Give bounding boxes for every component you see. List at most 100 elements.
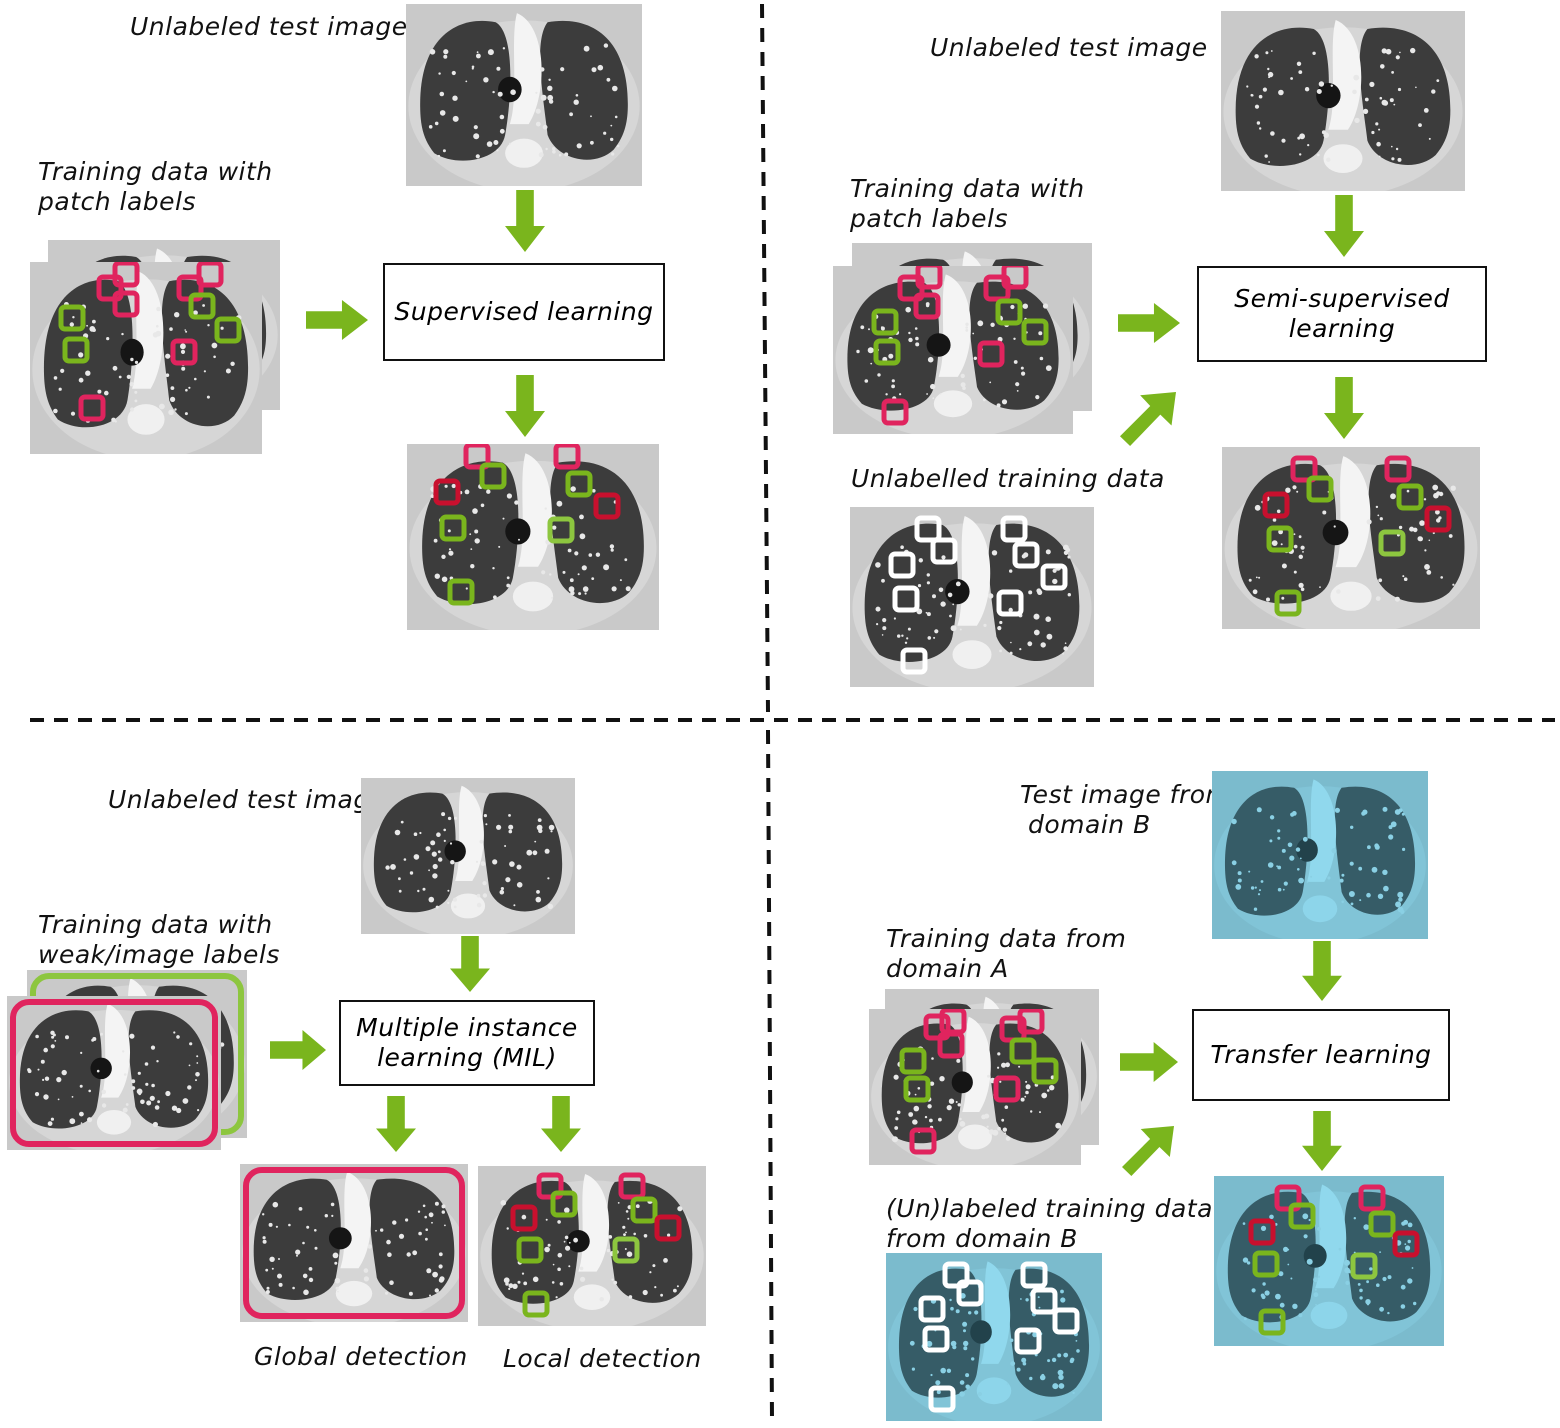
ct-slice-image xyxy=(1222,447,1480,635)
semi-train-arrow xyxy=(1118,303,1180,343)
vertical-divider-bottom xyxy=(766,729,774,1421)
unlabeled-patch-marker xyxy=(996,589,1024,617)
abnormal-patch-marker xyxy=(433,478,461,506)
unlabeled-patch-marker xyxy=(888,551,916,579)
normal-patch-marker xyxy=(1288,1202,1316,1230)
semi-output-ct xyxy=(1222,447,1480,635)
semi-train-ct-front xyxy=(833,262,1073,440)
abnormal-patch-marker xyxy=(78,394,106,422)
abnormal-patch-marker xyxy=(1262,491,1290,519)
abnormal-patch-marker xyxy=(937,1031,965,1059)
normal-patch-marker xyxy=(447,578,475,606)
semi-test-arrow xyxy=(1324,195,1364,257)
semi-output-arrow xyxy=(1324,377,1364,439)
unlabeled-patch-marker xyxy=(1000,515,1028,543)
abnormal-patch-marker xyxy=(536,1172,564,1200)
unlabeled-patch-marker xyxy=(956,1279,984,1307)
transfer-train-ct-front xyxy=(869,1007,1081,1170)
mil-local-arrow xyxy=(541,1096,581,1152)
transfer-test-ct xyxy=(1212,771,1428,945)
ct-slice-image xyxy=(1214,1176,1444,1352)
ct-slice-image xyxy=(7,996,221,1155)
supervised-train-label-1: Training data with xyxy=(38,157,273,186)
supervised-test-label: Unlabeled test image xyxy=(130,12,408,41)
unlabeled-patch-marker xyxy=(1012,541,1040,569)
mil-test-ct xyxy=(361,778,575,939)
mil-local-label: Local detection xyxy=(503,1344,702,1373)
abnormal-patch-marker xyxy=(618,1172,646,1200)
ct-slice-image xyxy=(1221,11,1465,197)
normal-patch-marker xyxy=(188,292,216,320)
abnormal-patch-marker xyxy=(909,1127,937,1155)
ct-slice-image xyxy=(240,1164,468,1327)
supervised-output-ct xyxy=(407,442,659,636)
mil-global-ct xyxy=(240,1164,468,1327)
normal-patch-marker xyxy=(1306,475,1334,503)
mil-test-arrow xyxy=(450,936,490,992)
arrow-shape xyxy=(505,190,545,252)
arrow-shape xyxy=(270,1030,326,1070)
supervised-output-arrow xyxy=(505,375,545,437)
unlabeled-patch-marker xyxy=(1020,1261,1048,1289)
normal-patch-marker xyxy=(62,336,90,364)
abnormal-patch-marker xyxy=(1274,1184,1302,1212)
arrow-shape xyxy=(505,375,545,437)
arrow-shape xyxy=(306,300,368,340)
abnormal-patch-marker xyxy=(923,1013,951,1041)
normal-patch-marker xyxy=(630,1196,658,1224)
transfer-train-label-1: Training data from xyxy=(886,924,1127,953)
semi-test-ct xyxy=(1221,11,1465,197)
unlabeled-patch-marker xyxy=(1052,1307,1080,1335)
unlabeled-patch-marker xyxy=(922,1325,950,1353)
semi-unlabelled-ct xyxy=(850,507,1094,693)
arrow-shape xyxy=(376,1096,416,1152)
normal-patch-marker xyxy=(516,1236,544,1264)
transfer-test-arrow xyxy=(1302,941,1342,1001)
semi-unlabelled-label: Unlabelled training data xyxy=(851,464,1165,493)
normal-patch-marker xyxy=(873,338,901,366)
normal-patch-marker xyxy=(903,1075,931,1103)
abnormal-patch-marker xyxy=(593,492,621,520)
arrow-shape xyxy=(1120,1042,1178,1082)
semi-train-label-1: Training data with xyxy=(850,174,1085,203)
transfer-train-arrow xyxy=(1120,1042,1178,1082)
supervised-train-ct-front xyxy=(30,260,262,460)
ct-slice-image xyxy=(1212,771,1428,945)
abnormal-patch-marker xyxy=(510,1204,538,1232)
abnormal-patch-marker xyxy=(1424,505,1452,533)
normal-patch-marker xyxy=(1266,525,1294,553)
unlabeled-patch-marker xyxy=(1014,1327,1042,1355)
transfer-output-arrow xyxy=(1302,1111,1342,1171)
transfer-unlabeled-arrow xyxy=(1122,1126,1174,1176)
abnormal-patch-marker xyxy=(1248,1218,1276,1246)
normal-patch-marker xyxy=(871,308,899,336)
ct-slice-image xyxy=(886,1253,1102,1427)
abnormal-patch-marker xyxy=(463,442,491,470)
arrow-shape xyxy=(1324,195,1364,257)
abnormal-patch-marker xyxy=(112,260,140,288)
semi-unlabelled-arrow xyxy=(1120,392,1176,446)
mil-local-ct xyxy=(478,1166,706,1331)
unlabeled-patch-marker xyxy=(930,537,958,565)
unlabeled-patch-marker xyxy=(892,585,920,613)
arrow-shape xyxy=(1324,377,1364,439)
abnormal-patch-marker xyxy=(553,442,581,470)
normal-patch-marker xyxy=(1031,1057,1059,1085)
arrow-shape xyxy=(1118,303,1180,343)
mil-test-label: Unlabeled test image xyxy=(108,785,386,814)
normal-patch-marker xyxy=(1009,1037,1037,1065)
ct-slice-image xyxy=(30,260,262,460)
abnormal-patch-marker xyxy=(96,274,124,302)
normal-patch-marker xyxy=(550,1190,578,1218)
normal-patch-marker xyxy=(58,304,86,332)
ct-slice-image xyxy=(833,262,1073,440)
abnormal-patch-marker xyxy=(983,274,1011,302)
normal-patch-marker xyxy=(1396,483,1424,511)
transfer-unlabeled-ct xyxy=(886,1253,1102,1427)
supervised-method-box: Supervised learning xyxy=(383,263,665,361)
mil-train-arrow xyxy=(270,1030,326,1070)
arrow-shape xyxy=(1302,1111,1342,1171)
transfer-test-label-1: Test image from xyxy=(1020,780,1231,809)
